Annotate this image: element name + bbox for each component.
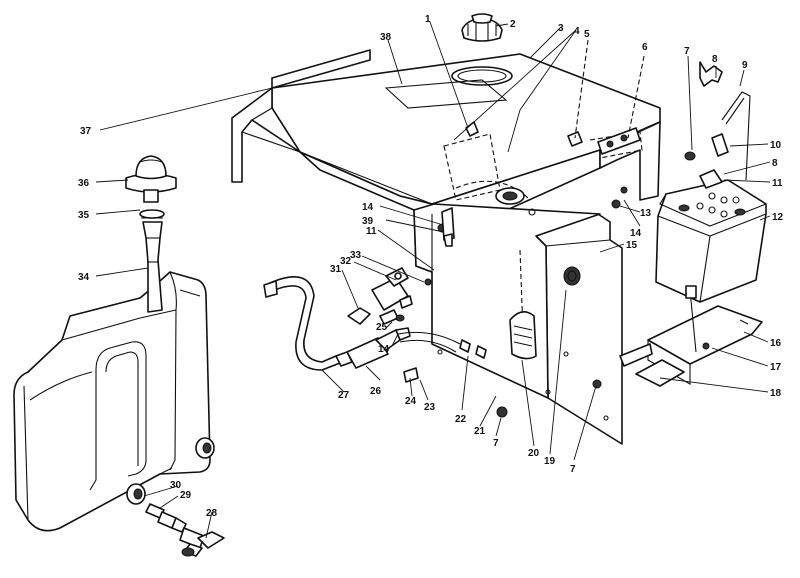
callout-39: 39 [362, 216, 374, 227]
fuel-line-fitting [145, 503, 225, 557]
battery-hold-down [684, 61, 751, 189]
callout-19: 19 [544, 456, 556, 467]
decal-panel [271, 49, 371, 89]
callout-1: 1 [425, 14, 431, 25]
callout-10: 10 [770, 140, 782, 151]
callout-11-left: 11 [366, 226, 377, 237]
callout-25: 25 [376, 322, 388, 333]
callout-23: 23 [424, 402, 436, 413]
callout-29: 29 [180, 490, 192, 501]
callout-28: 28 [206, 508, 218, 519]
callout-5: 5 [584, 29, 590, 40]
callout-36: 36 [78, 178, 90, 189]
callout-7-top: 7 [684, 46, 690, 57]
callout-26: 26 [370, 386, 382, 397]
callout-16: 16 [770, 338, 782, 349]
fuel-pump [347, 267, 432, 325]
callout-12: 12 [772, 212, 784, 223]
callout-4: 4 [574, 26, 580, 37]
callout-37: 37 [80, 126, 92, 137]
callout-labels: 1 2 3 4 5 6 7 8 9 10 8 11 12 13 14 15 16… [78, 14, 784, 519]
callout-14-lower: 14 [378, 344, 390, 355]
fuel-filter [335, 327, 411, 369]
callout-8-lower: 8 [772, 158, 778, 169]
return-line [397, 186, 628, 418]
callout-8-top: 8 [712, 54, 718, 65]
callout-14-upper: 14 [362, 202, 374, 213]
callout-3: 3 [558, 23, 564, 34]
callout-21: 21 [474, 426, 486, 437]
filler-cap [125, 155, 177, 203]
fuel-cap [461, 13, 503, 42]
callout-20: 20 [528, 448, 540, 459]
fuel-tank [13, 271, 215, 532]
callout-13: 13 [640, 208, 652, 219]
callout-33: 33 [350, 250, 362, 261]
callout-17: 17 [770, 362, 782, 373]
callout-35: 35 [78, 210, 90, 221]
callout-38: 38 [380, 32, 392, 43]
filler-neck [139, 209, 165, 313]
callout-31: 31 [330, 264, 342, 275]
callout-2: 2 [510, 19, 516, 30]
leader-lines [95, 21, 771, 539]
callout-7-bottom-right: 7 [570, 464, 576, 475]
callout-9: 9 [742, 60, 748, 71]
callout-18: 18 [770, 388, 782, 399]
callout-30: 30 [170, 480, 182, 491]
battery-tray [619, 285, 763, 387]
battery [655, 179, 767, 303]
callout-15: 15 [626, 240, 638, 251]
callout-14-right: 14 [630, 228, 642, 239]
callout-27: 27 [338, 390, 350, 401]
callout-6: 6 [642, 42, 648, 53]
callout-34: 34 [78, 272, 90, 283]
callout-24: 24 [405, 396, 417, 407]
callout-22: 22 [455, 414, 467, 425]
callout-7-bottom: 7 [493, 438, 499, 449]
callout-32: 32 [340, 256, 352, 267]
callout-11-right: 11 [772, 178, 783, 189]
fuel-hose [263, 276, 341, 371]
